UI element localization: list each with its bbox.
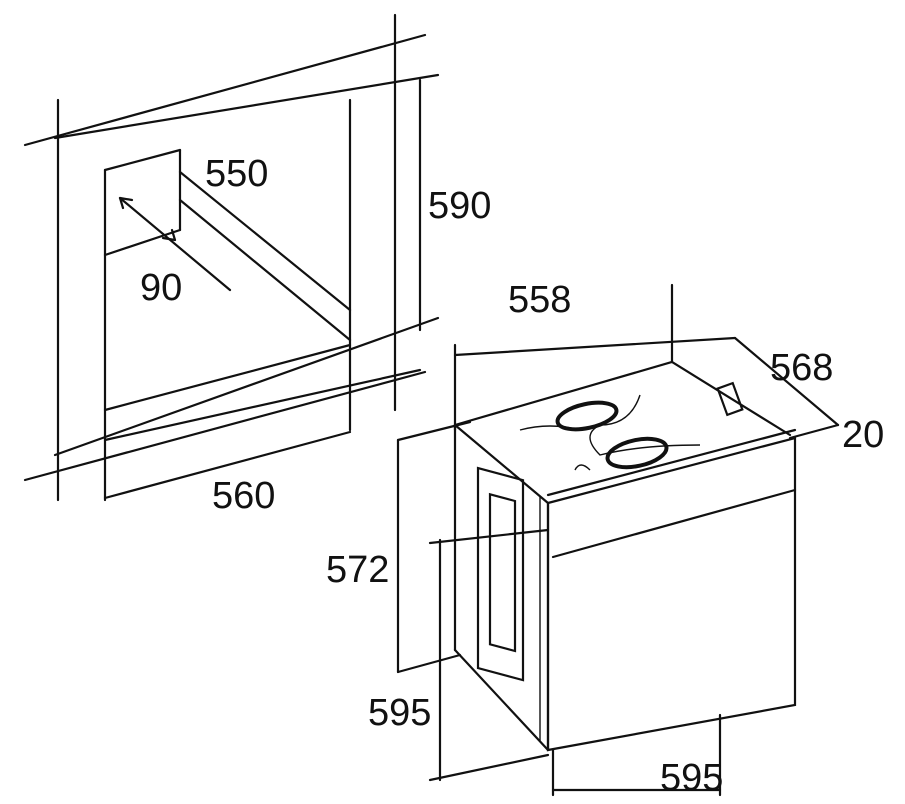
label-niche-depth: 550 <box>205 153 268 195</box>
label-oven-body-height: 572 <box>326 549 389 591</box>
dimension-lines <box>396 283 840 797</box>
label-front-thickness: 20 <box>842 414 884 456</box>
label-oven-depth: 568 <box>770 347 833 389</box>
label-rear-gap: 90 <box>140 267 182 309</box>
label-niche-height: 590 <box>428 185 491 227</box>
cabinet-niche <box>23 13 440 502</box>
label-niche-width: 560 <box>212 475 275 517</box>
oven-body <box>453 360 797 752</box>
label-oven-front-height: 595 <box>368 692 431 734</box>
label-oven-front-width: 595 <box>660 757 723 799</box>
label-oven-top-width: 558 <box>508 279 571 321</box>
